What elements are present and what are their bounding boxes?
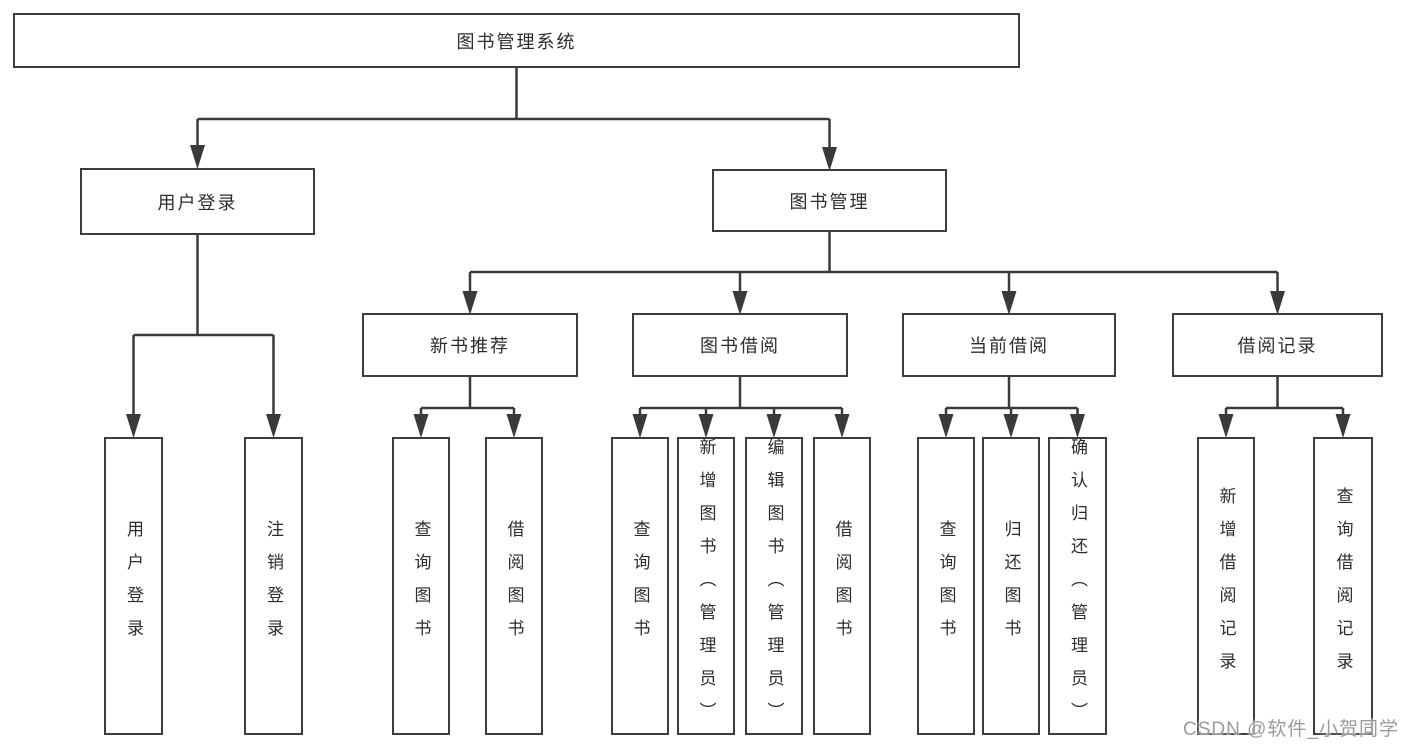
leaf-logout: 注销登录: [244, 437, 303, 735]
leaf-confirm-return-admin-label: 确认归还（管理员）: [1068, 437, 1087, 735]
leaf-borrow-books: 借阅图书: [813, 437, 871, 735]
leaf-query-books-borrow-label: 查询图书: [630, 520, 650, 652]
node-book-borrow: 图书借阅: [632, 313, 848, 377]
node-current-borrow: 当前借阅: [902, 313, 1116, 377]
leaf-edit-book-admin-label: 编辑图书（管理员）: [764, 437, 784, 735]
node-borrow-records: 借阅记录: [1172, 313, 1383, 377]
leaf-borrow-books-label: 借阅图书: [832, 520, 852, 652]
node-borrow-records-label: 借阅记录: [1237, 336, 1318, 356]
leaf-query-books-recommend: 查询图书: [392, 437, 450, 735]
node-root-label: 图书管理系统: [456, 31, 577, 52]
leaf-add-book-admin: 新增图书（管理员）: [677, 437, 735, 735]
node-user-login: 用户登录: [80, 168, 315, 235]
leaf-add-borrow-record-label: 新增借阅记录: [1216, 487, 1236, 685]
leaf-add-borrow-record: 新增借阅记录: [1197, 437, 1255, 735]
csdn-watermark: CSDN @软件_小贺同学: [1183, 719, 1399, 740]
node-root: 图书管理系统: [13, 13, 1020, 68]
leaf-borrow-books-recommend: 借阅图书: [485, 437, 543, 735]
leaf-edit-book-admin: 编辑图书（管理员）: [745, 437, 803, 735]
leaf-query-borrow-record: 查询借阅记录: [1313, 437, 1373, 735]
node-new-book-recommend-label: 新书推荐: [430, 336, 510, 356]
node-new-book-recommend: 新书推荐: [362, 313, 578, 377]
leaf-query-books-recommend-label: 查询图书: [411, 520, 431, 652]
leaf-logout-label: 注销登录: [264, 520, 283, 652]
leaf-query-books-current-label: 查询图书: [936, 520, 956, 652]
leaf-query-borrow-record-label: 查询借阅记录: [1333, 487, 1353, 685]
leaf-return-books: 归还图书: [982, 437, 1040, 735]
leaf-borrow-books-recommend-label: 借阅图书: [504, 520, 524, 652]
leaf-confirm-return-admin: 确认归还（管理员）: [1048, 437, 1107, 735]
leaf-add-book-admin-label: 新增图书（管理员）: [696, 437, 716, 735]
leaf-user-login: 用户登录: [104, 437, 163, 735]
leaf-query-books-current: 查询图书: [917, 437, 975, 735]
node-current-borrow-label: 当前借阅: [969, 336, 1049, 356]
leaf-user-login-label: 用户登录: [124, 520, 143, 652]
leaf-query-books-borrow: 查询图书: [611, 437, 669, 735]
node-book-borrow-label: 图书借阅: [700, 336, 780, 356]
node-book-management-label: 图书管理: [789, 191, 870, 212]
leaf-return-books-label: 归还图书: [1001, 520, 1021, 652]
node-book-management: 图书管理: [712, 169, 947, 232]
node-user-login-label: 用户登录: [157, 192, 238, 213]
arrowhead-icons: [126, 145, 1351, 438]
